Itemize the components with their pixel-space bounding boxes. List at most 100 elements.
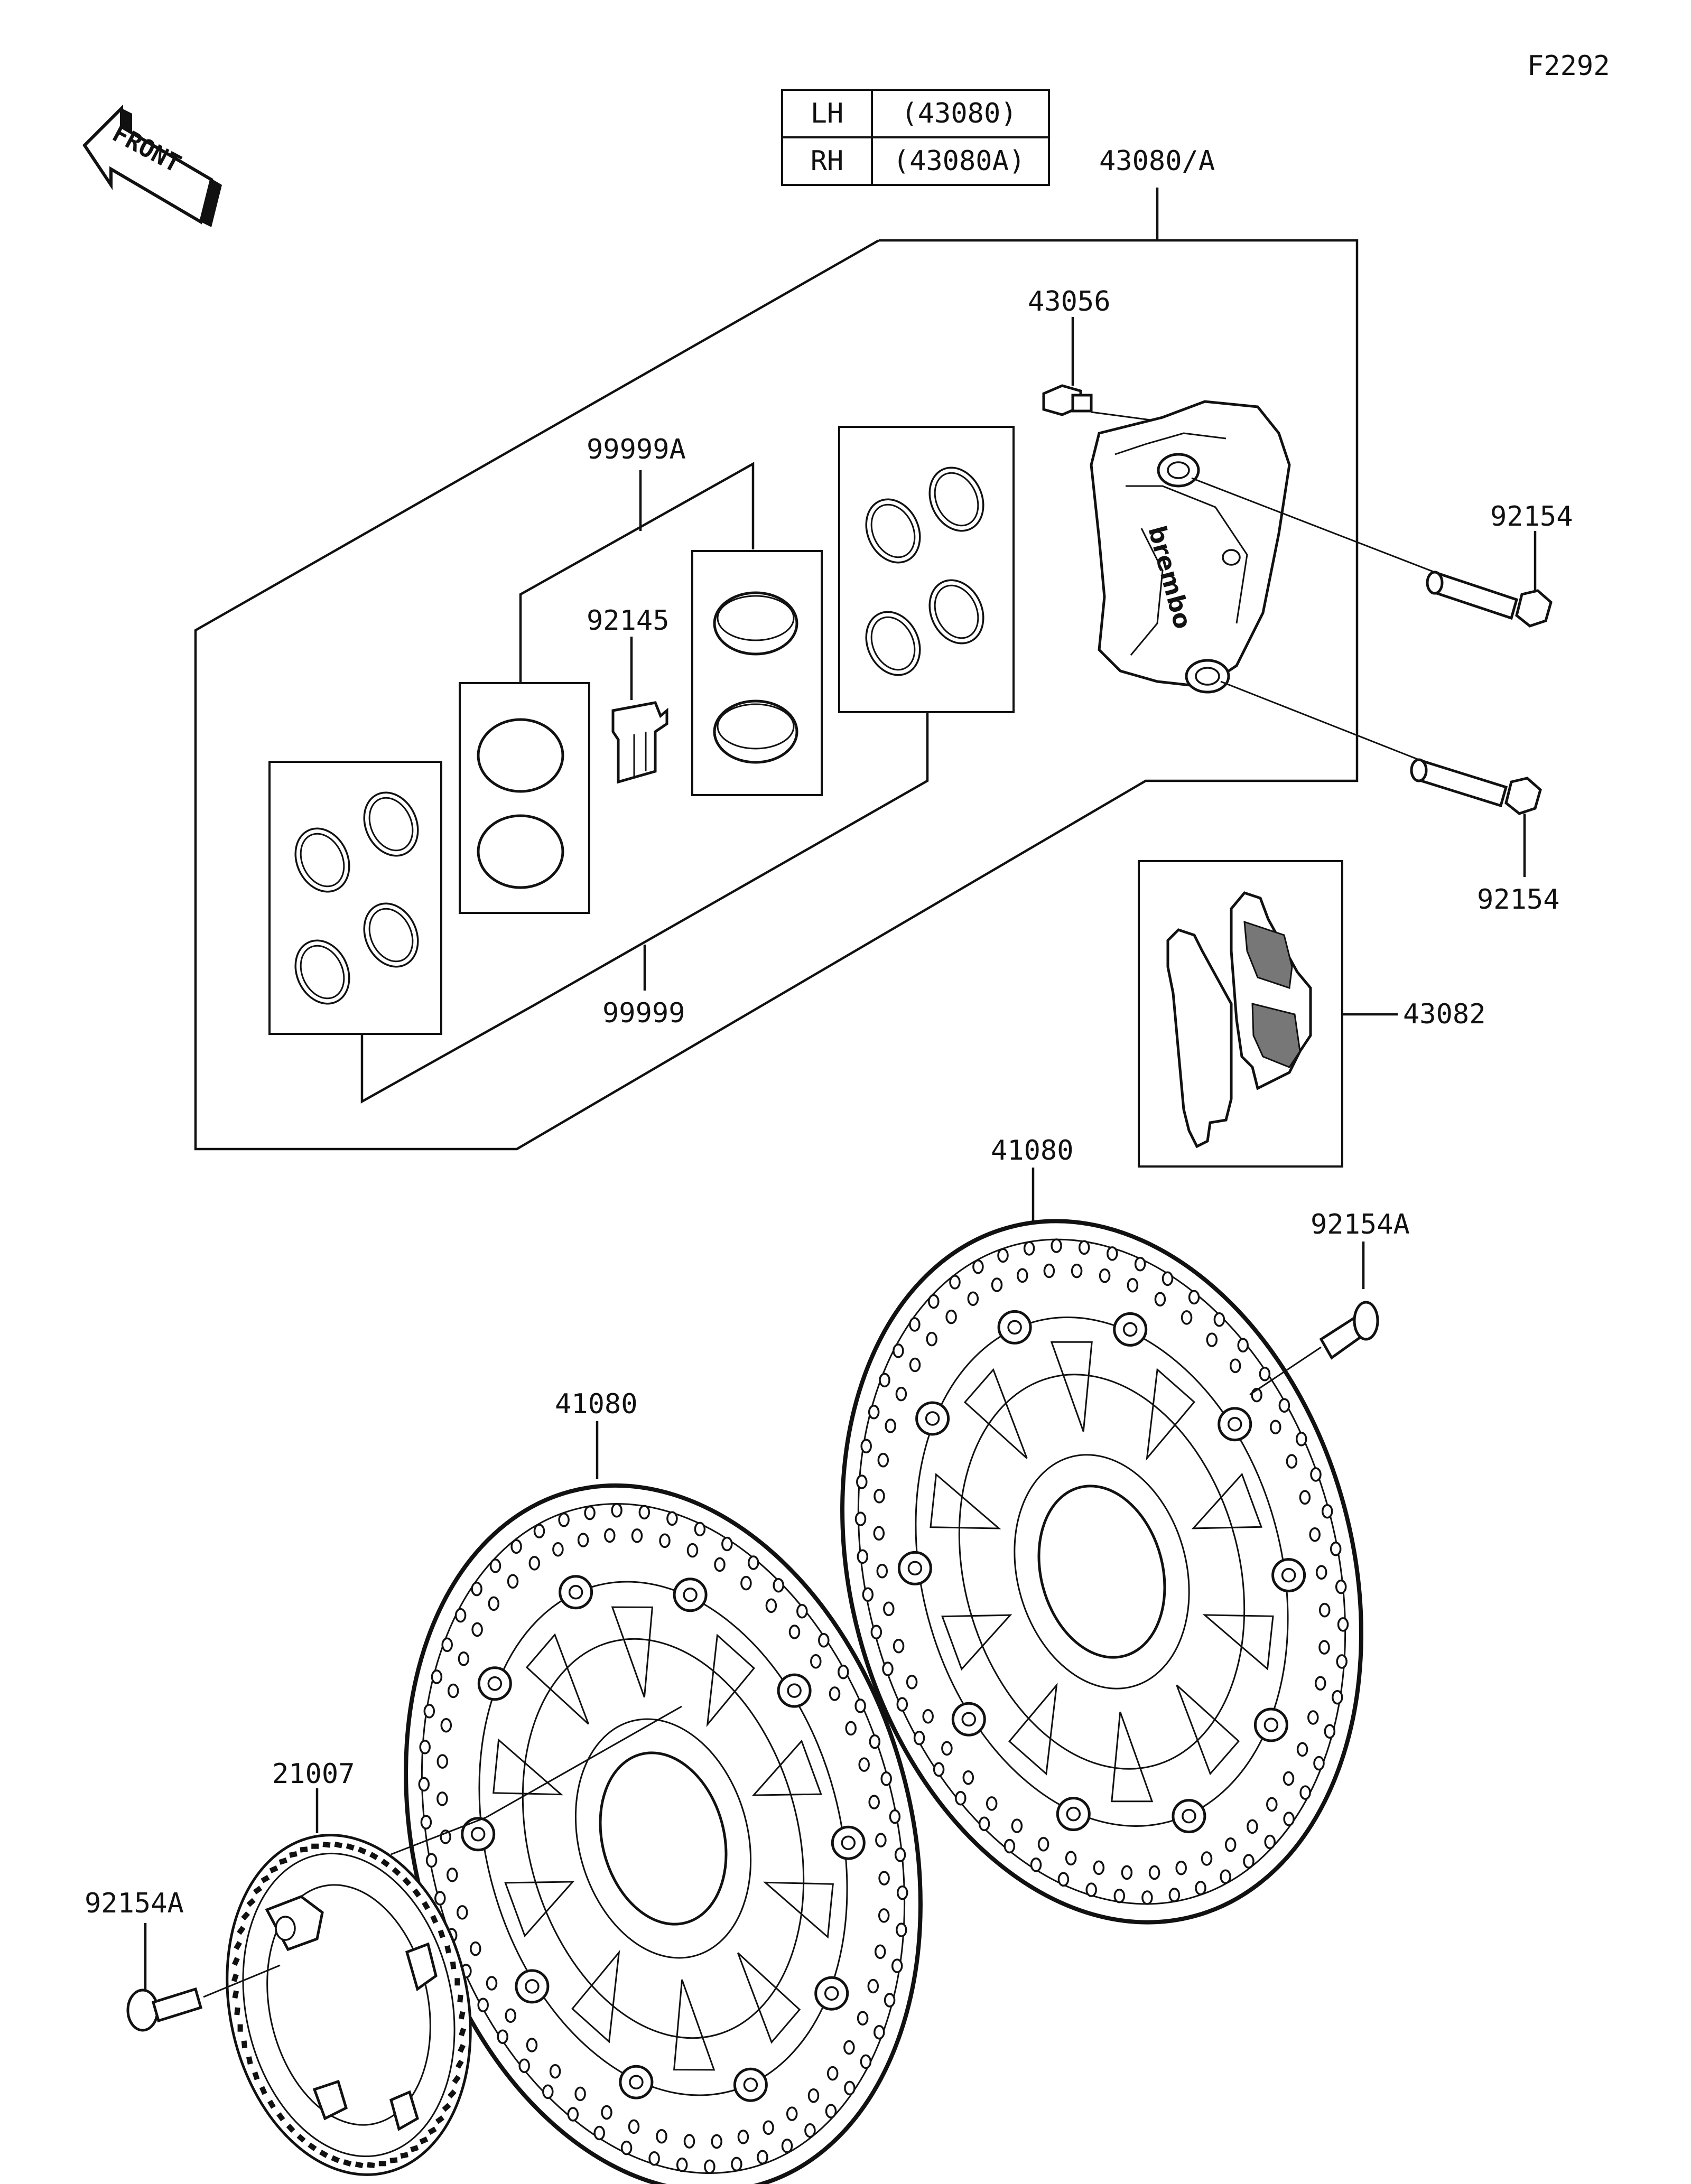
abs-tooth [367, 2162, 375, 2168]
abs-tooth [378, 2161, 386, 2167]
abs-tooth [237, 2024, 243, 2032]
disc-vent-hole [807, 2088, 820, 2103]
disc-vent-hole [711, 2134, 722, 2149]
disc-vent-hole [941, 1741, 953, 1756]
disc-vent-hole [972, 1259, 984, 1274]
disc-vent-hole [489, 1558, 501, 1573]
abs-tooth [442, 2103, 451, 2112]
abs-tooth [454, 1978, 460, 1986]
disc-vent-hole [854, 1511, 867, 1526]
disc-vent-hole [1335, 1579, 1347, 1594]
disc-vent-hole [1023, 1241, 1035, 1256]
abs-tooth [458, 2011, 466, 2020]
disc-vent-hole [1283, 1771, 1295, 1786]
abs-tooth [389, 2157, 398, 2163]
callout-41080-right: 41080 [991, 1135, 1074, 1166]
disc-carrier-window [751, 1739, 822, 1796]
disc-vent-hole [440, 1718, 452, 1733]
disc-vent-hole [967, 1291, 979, 1306]
disc-vent-hole [860, 1439, 872, 1454]
abs-tooth [241, 2040, 248, 2049]
disc-vent-hole [1247, 1819, 1258, 1834]
disc-vent-hole [454, 1608, 467, 1623]
abs-rotor [226, 1705, 682, 2176]
abs-tooth [231, 1973, 239, 1982]
abs-tooth [246, 2056, 253, 2065]
disc-carrier-window [1202, 1614, 1274, 1671]
disc-vent-hole [880, 1771, 892, 1786]
disc-vent-hole [1318, 1640, 1330, 1655]
disc-vent-hole [862, 1587, 874, 1602]
abs-tooth [400, 2152, 408, 2159]
disc-vent-hole [893, 1638, 905, 1654]
disc-vent-hole [896, 1885, 908, 1900]
disc-vent-hole [1336, 1654, 1348, 1669]
caliper-assembly-outline [194, 188, 1359, 1151]
disc-vent-hole [420, 1815, 432, 1830]
brake-pad-set [1138, 860, 1398, 1168]
disc-vent-hole [883, 1601, 895, 1617]
disc-vent-hole [882, 1662, 894, 1676]
abs-tooth [311, 1843, 319, 1849]
abs-tooth [448, 2089, 457, 2099]
disc-vent-hole [909, 1357, 921, 1373]
abs-tooth [342, 2159, 352, 2167]
disc-vent-hole [704, 2159, 716, 2174]
disc-carrier-window [1111, 1711, 1154, 1803]
disc-vent-hole [1321, 1504, 1333, 1519]
disc-vent-hole [434, 1891, 446, 1906]
abs-tooth [231, 1957, 240, 1966]
disc-vent-hole [906, 1675, 918, 1690]
abs-tooth [357, 1846, 367, 1855]
disc-vent-hole [497, 2029, 508, 2044]
disc-vent-hole [510, 1539, 522, 1554]
disc-float-button-hole [1066, 1806, 1081, 1822]
disc-float-button-hole [1182, 1808, 1196, 1824]
disc-float-button-hole [1281, 1567, 1296, 1583]
table-part-lh: (43080) [901, 98, 1017, 129]
disc-float-button-hole [1122, 1322, 1138, 1337]
disc-vent-hole [896, 1922, 907, 1937]
disc-vent-hole [1314, 1676, 1326, 1691]
seal-box-upper [838, 426, 1015, 713]
disc-vent-hole [945, 1309, 957, 1324]
callout-41080-left: 41080 [555, 1388, 638, 1420]
disc-vent-hole [1283, 1812, 1295, 1826]
disc-vent-hole [425, 1853, 438, 1868]
disc-vent-hole [1237, 1338, 1249, 1353]
disc-vent-hole [928, 1294, 940, 1309]
disc-vent-hole [893, 1343, 904, 1358]
disc-vent-hole [1099, 1268, 1111, 1283]
piston-box [459, 682, 590, 914]
disc-vent-hole [949, 1275, 961, 1290]
disc-vent-hole [1309, 1527, 1321, 1542]
disc-vent-hole [896, 1697, 908, 1712]
disc-vent-hole [528, 1556, 541, 1571]
disc-vent-hole [1051, 1238, 1062, 1253]
disc-vent-hole [1065, 1851, 1077, 1866]
disc-vent-hole [1141, 1890, 1153, 1905]
disc-vent-hole [447, 1868, 458, 1882]
disc-vent-hole [997, 1248, 1009, 1263]
disc-float-button-hole [824, 1986, 839, 2001]
abs-tooth [267, 2099, 276, 2109]
disc-vent-hole [518, 2058, 530, 2073]
disc-vent-hole [505, 2008, 516, 2023]
disc-vent-hole [486, 1976, 498, 1991]
disc-vent-hole [1296, 1742, 1308, 1757]
disc-float-button-hole [568, 1585, 583, 1600]
disc-vent-hole [418, 1777, 430, 1792]
disc-carrier-window [525, 1633, 590, 1725]
abs-tooth [252, 2071, 260, 2080]
disc-vent-hole [694, 1522, 706, 1537]
disc-vent-hole [1154, 1292, 1166, 1306]
disc-vent-hole [878, 1871, 890, 1886]
abs-tooth [232, 1990, 239, 1999]
disc-vent-hole [1004, 1838, 1016, 1854]
disc-float-button-hole [743, 2077, 758, 2092]
disc-vent-hole [601, 2105, 612, 2120]
disc-vent-hole [721, 1536, 733, 1552]
brake-disc-right [840, 1168, 1363, 1925]
disc-vent-hole [1295, 1432, 1307, 1446]
disc-float-button-hole [470, 1827, 486, 1842]
